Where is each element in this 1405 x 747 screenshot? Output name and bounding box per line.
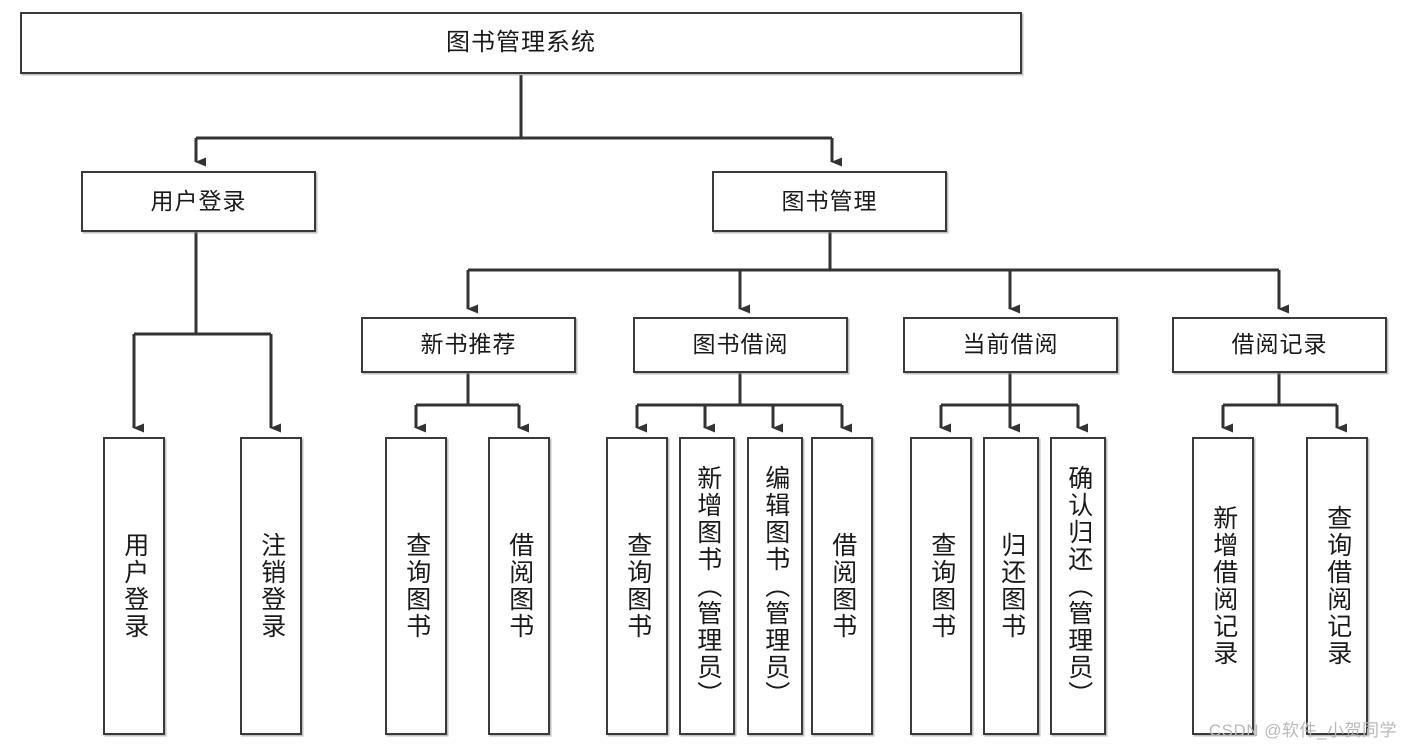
node-leaf-logout[interactable]: 注销登录 bbox=[240, 437, 302, 735]
node-leaf-borrow-book-1-label: 借阅图书 bbox=[505, 532, 534, 640]
node-leaf-query-book-3[interactable]: 查询图书 bbox=[910, 437, 972, 735]
node-user-login[interactable]: 用户登录 bbox=[81, 171, 316, 232]
node-leaf-confirm-return[interactable]: 确认归还（管理员） bbox=[1050, 437, 1106, 735]
node-new-book-rec-label: 新书推荐 bbox=[420, 331, 517, 358]
node-leaf-query-record[interactable]: 查询借阅记录 bbox=[1306, 437, 1368, 735]
node-leaf-query-record-label: 查询借阅记录 bbox=[1323, 505, 1352, 667]
watermark: CSDN @软件_小贺同学 bbox=[1208, 721, 1397, 740]
node-leaf-logout-label: 注销登录 bbox=[257, 532, 286, 640]
node-leaf-add-book[interactable]: 新增图书（管理员） bbox=[679, 437, 735, 735]
node-leaf-query-book-2[interactable]: 查询图书 bbox=[606, 437, 668, 735]
node-leaf-query-book-1[interactable]: 查询图书 bbox=[385, 437, 447, 735]
node-book-borrow-label: 图书借阅 bbox=[692, 331, 789, 358]
node-leaf-add-record-label: 新增借阅记录 bbox=[1209, 505, 1238, 667]
node-leaf-edit-book[interactable]: 编辑图书（管理员） bbox=[747, 437, 803, 735]
node-leaf-confirm-return-label: 确认归还（管理员） bbox=[1064, 464, 1093, 708]
node-root[interactable]: 图书管理系统 bbox=[20, 12, 1022, 74]
node-user-login-label: 用户登录 bbox=[150, 187, 247, 214]
node-leaf-user-login[interactable]: 用户登录 bbox=[103, 437, 165, 735]
node-leaf-borrow-book-2[interactable]: 借阅图书 bbox=[811, 437, 873, 735]
node-leaf-return-book[interactable]: 归还图书 bbox=[983, 437, 1039, 735]
node-book-manage[interactable]: 图书管理 bbox=[712, 171, 947, 232]
node-leaf-borrow-book-2-label: 借阅图书 bbox=[828, 532, 857, 640]
node-leaf-query-book-3-label: 查询图书 bbox=[927, 532, 956, 640]
node-book-manage-label: 图书管理 bbox=[781, 187, 878, 214]
node-current-borrow-label: 当前借阅 bbox=[962, 331, 1059, 358]
node-leaf-query-book-1-label: 查询图书 bbox=[402, 532, 431, 640]
node-leaf-add-book-label: 新增图书（管理员） bbox=[693, 464, 722, 708]
node-leaf-user-login-label: 用户登录 bbox=[120, 532, 149, 640]
node-root-label: 图书管理系统 bbox=[446, 28, 596, 56]
node-leaf-edit-book-label: 编辑图书（管理员） bbox=[761, 464, 790, 708]
node-leaf-add-record[interactable]: 新增借阅记录 bbox=[1192, 437, 1254, 735]
node-leaf-query-book-2-label: 查询图书 bbox=[623, 532, 652, 640]
node-current-borrow[interactable]: 当前借阅 bbox=[903, 317, 1118, 373]
node-borrow-record[interactable]: 借阅记录 bbox=[1172, 317, 1387, 373]
node-leaf-borrow-book-1[interactable]: 借阅图书 bbox=[488, 437, 550, 735]
node-leaf-return-book-label: 归还图书 bbox=[997, 532, 1026, 640]
node-borrow-record-label: 借阅记录 bbox=[1231, 331, 1328, 358]
node-new-book-rec[interactable]: 新书推荐 bbox=[361, 317, 576, 373]
node-book-borrow[interactable]: 图书借阅 bbox=[633, 317, 848, 373]
